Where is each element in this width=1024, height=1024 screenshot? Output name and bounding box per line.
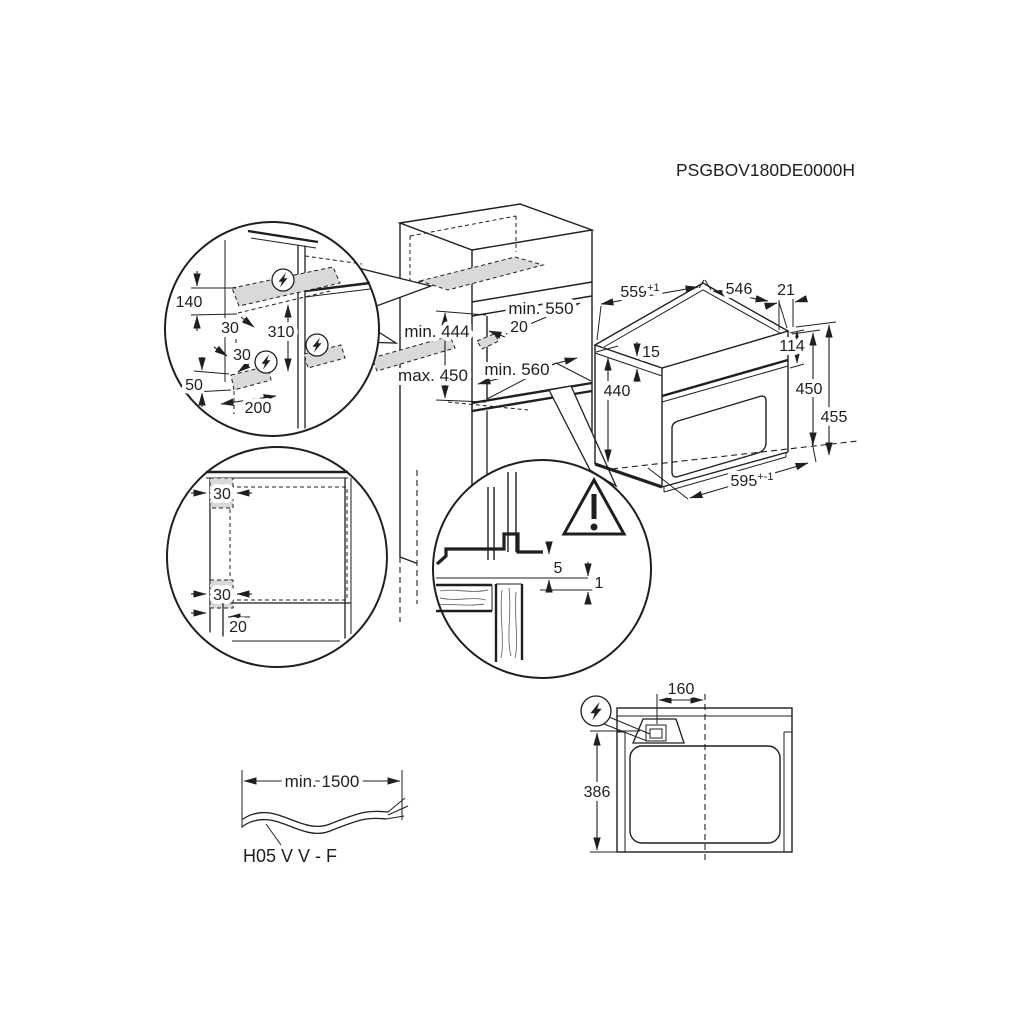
power-connection-icon [305,333,329,357]
oven-dimensions: 559+1 546 21 15 114 440 450 455 595+-1 [595,277,859,500]
side-zone-width-bottom-label: 30 [213,587,231,604]
gap-top-label: 5 [554,560,563,577]
cable-type-label: H05 V V - F [243,846,337,866]
connection-offset-label: 160 [668,681,695,698]
connection-zone-side-bottom [209,579,234,609]
connection-zone-side [371,335,456,372]
oven-top-inset-label: 15 [642,344,660,361]
zone-spacing-label: 310 [268,324,295,341]
power-connection-icon [580,695,651,742]
oven-top-depth-label: 546 [726,281,753,298]
niche-height-min-label: min. 444 [404,322,469,341]
oven-rear-view: 160 386 [580,677,793,862]
oven-door-window [671,395,767,478]
oven-front-overhang-label: 21 [777,282,795,299]
product-code-label: PSGBOV180DE0000H [676,160,855,180]
oven-top-width-label: 559+1 [620,282,659,301]
niche-height-max-label: max. 450 [398,366,468,385]
niche-dimensions: min. 444 max. 450 min. 550 20 min. 560 [394,295,581,411]
cabinet-column-view [349,203,595,622]
power-connection-icon [254,350,278,374]
oven-height-label: 450 [796,381,823,398]
zone-bottom-width-label: 200 [245,400,272,417]
detail-circle-connection-zones: 140 30 310 30 50 200 [164,221,380,437]
side-zone-width-top-label: 30 [213,486,231,503]
connection-height-label: 386 [584,784,611,801]
cable-min-length-label: min. 1500 [285,772,360,791]
power-connection-icon [271,268,295,292]
zone-inset-top-label: 30 [221,320,239,337]
detail-circle-side-panel: 30 30 20 [166,446,388,668]
oven-total-height-label: 455 [821,409,848,426]
oven-front-width-label: 595+-1 [731,471,774,490]
zone-top-height-label: 140 [176,294,203,311]
detail-circle-door-gap: 5 1 [432,459,652,679]
connection-zone-side-top [209,477,234,509]
side-front-setback-label: 20 [229,619,247,636]
zone-bottom-height-label: 50 [185,377,203,394]
connection-setback-label: 20 [510,319,528,336]
niche-depth-min-label: min. 550 [508,299,573,318]
panel-cross-section [494,583,524,662]
oven-body-height-label: 440 [604,383,631,400]
worktop-cross-section [436,583,493,613]
mains-connection-box [632,718,685,744]
oven-panel-height-label: 114 [779,338,805,355]
warning-triangle-icon [561,476,627,536]
connection-zone-top [418,256,545,291]
power-cable-view: min. 1500 H05 V V - F [241,768,409,866]
gap-bottom-label: 1 [595,575,604,592]
connection-zone-niche [476,333,500,350]
callout-wedge-gap-detail [548,385,618,488]
niche-width-min-label: min. 560 [484,360,549,379]
zone-inset-bottom-label: 30 [233,347,251,364]
connection-zone-detail-right [303,344,346,369]
